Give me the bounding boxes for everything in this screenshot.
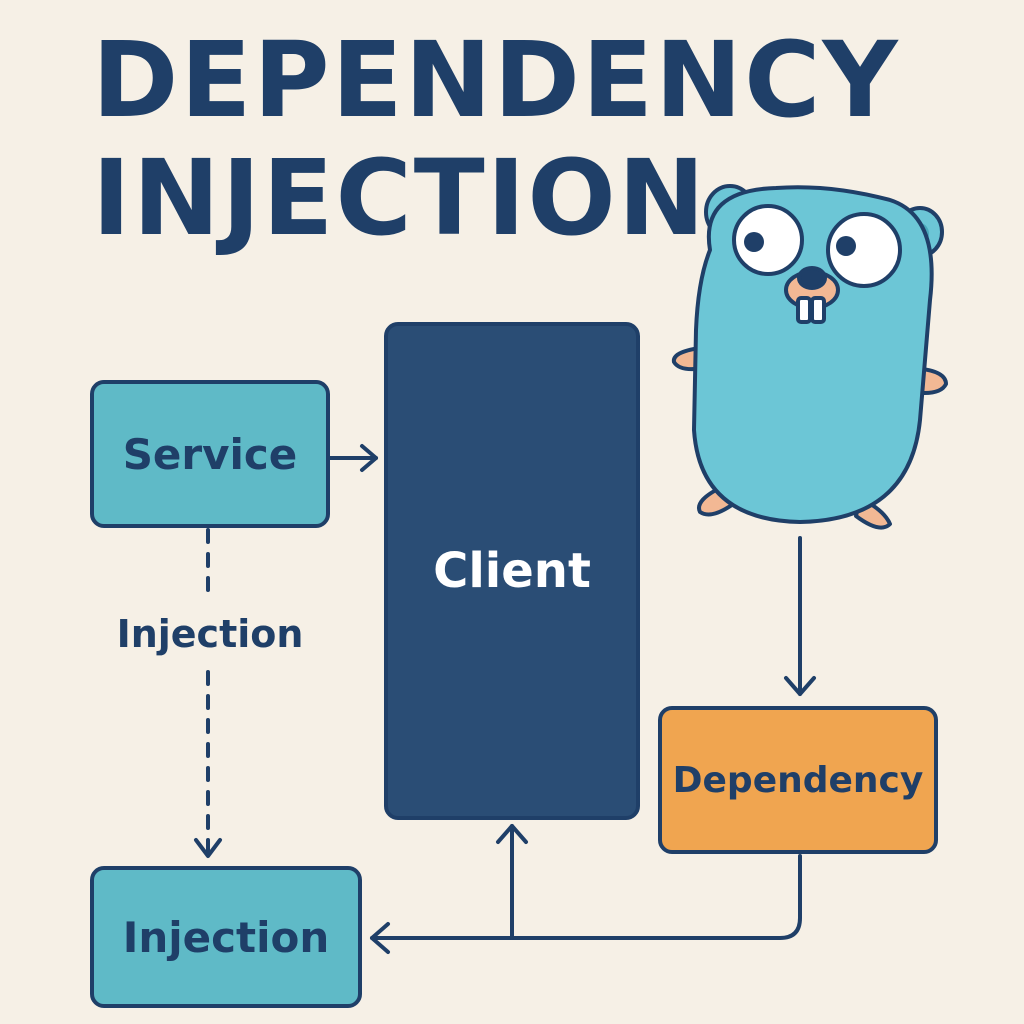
arrow-gopher-to-dependency [784,536,816,696]
service-node: Service [90,380,330,528]
client-node: Client [384,322,640,820]
service-label: Service [122,429,298,479]
page-title-line-2: INJECTION [92,137,707,259]
injection-node: Injection [90,866,362,1008]
dependency-node: Dependency [658,706,938,854]
arrow-dependency-to-injection [370,854,802,954]
dependency-label: Dependency [672,759,924,801]
arrow-to-client [496,824,528,940]
arrow-service-to-client [328,444,378,472]
dashed-arrow-service-to-injection [194,528,222,858]
client-label: Client [433,543,591,599]
edge-label-injection: Injection [100,612,320,656]
injection-label: Injection [122,912,330,962]
page-title-line-1: DEPENDENCY [92,19,900,141]
